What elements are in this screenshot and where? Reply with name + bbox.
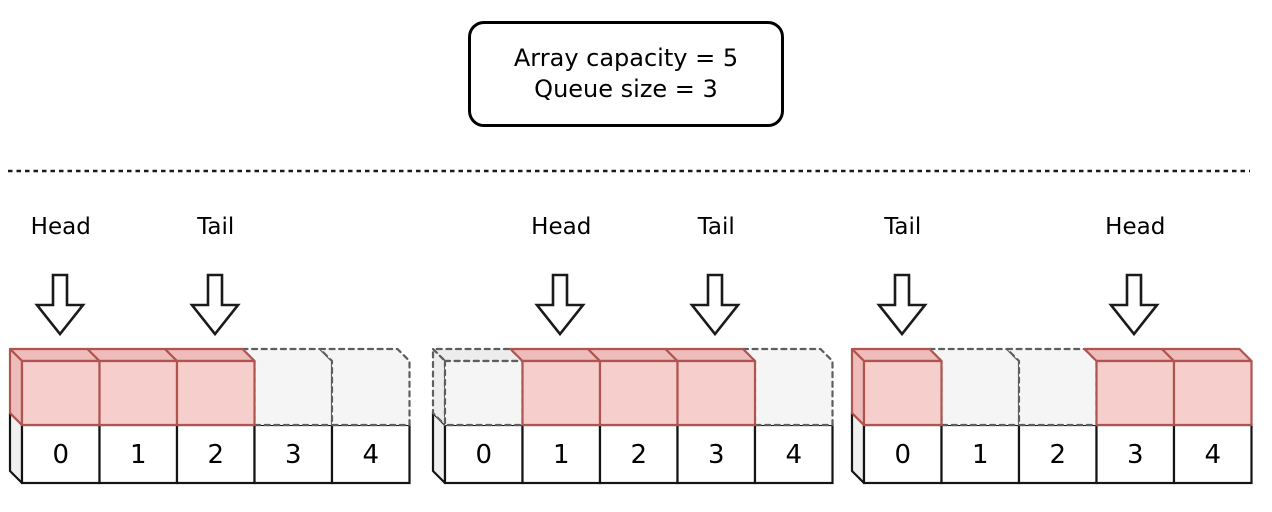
cube-occupied <box>8 347 101 427</box>
cube-occupied <box>163 347 256 427</box>
pointer-label-head: Head <box>531 214 592 240</box>
info-box: Array capacity = 5 Queue size = 3 <box>468 21 784 127</box>
index-cell: 4 <box>330 423 411 485</box>
index-label: 0 <box>475 440 492 470</box>
array-3d: 0 1 2 3 4 <box>8 347 411 485</box>
queue-state-3: Tail Head 0 1 2 3 4 <box>850 213 1256 505</box>
cube-empty <box>241 347 334 427</box>
cube-empty <box>741 347 834 427</box>
index-cell: 2 <box>1017 423 1098 485</box>
index-label: 3 <box>285 440 302 470</box>
index-label: 4 <box>362 440 379 470</box>
index-cell: 2 <box>598 423 679 485</box>
index-label: 2 <box>630 440 647 470</box>
pointer-layer: Head Tail <box>10 213 414 505</box>
index-cell: 0 <box>862 423 943 485</box>
index-cell: 2 <box>175 423 256 485</box>
separator-line <box>8 169 1250 173</box>
down-arrow-icon <box>1108 273 1160 337</box>
index-label: 1 <box>972 440 989 470</box>
cube-occupied <box>86 347 179 427</box>
cube-empty <box>928 347 1021 427</box>
pointer-label-head: Head <box>30 214 91 240</box>
queue-state-1: Head Tail 0 1 2 3 4 <box>8 213 414 505</box>
pointer-label-tail: Tail <box>197 214 235 240</box>
cube-occupied <box>664 347 757 427</box>
pointer-layer: Head Tail <box>433 213 837 505</box>
cube-empty <box>318 347 411 427</box>
index-label: 0 <box>52 440 69 470</box>
pointer-label-tail: Tail <box>697 214 735 240</box>
index-label: 3 <box>708 440 725 470</box>
array-3d: 0 1 2 3 4 <box>850 347 1253 485</box>
index-cell: 4 <box>753 423 834 485</box>
cube-occupied <box>1160 347 1253 427</box>
array-3d: 0 1 2 3 4 <box>431 347 834 485</box>
info-line-queue-size: Queue size = 3 <box>534 75 718 103</box>
index-cell: 3 <box>253 423 334 485</box>
info-line-capacity: Array capacity = 5 <box>513 44 739 72</box>
index-cell: 1 <box>98 423 179 485</box>
down-arrow-icon <box>34 273 86 337</box>
cube-occupied <box>586 347 679 427</box>
index-cell: 4 <box>1172 423 1253 485</box>
index-cell: 3 <box>1095 423 1176 485</box>
index-label: 4 <box>1204 440 1221 470</box>
index-cell: 1 <box>521 423 602 485</box>
down-arrow-icon <box>689 273 741 337</box>
pointer-label-tail: Tail <box>884 214 922 240</box>
queue-state-2: Head Tail 0 1 2 3 4 <box>431 213 837 505</box>
index-cell: 0 <box>443 423 524 485</box>
down-arrow-icon <box>534 273 586 337</box>
down-arrow-icon <box>876 273 928 337</box>
index-cell: 3 <box>676 423 757 485</box>
index-label: 3 <box>1127 440 1144 470</box>
pointer-layer: Tail Head <box>852 213 1256 505</box>
cube-empty <box>431 347 524 427</box>
index-label: 0 <box>894 440 911 470</box>
index-label: 1 <box>553 440 570 470</box>
index-cell: 1 <box>940 423 1021 485</box>
index-label: 2 <box>1049 440 1066 470</box>
down-arrow-icon <box>189 273 241 337</box>
index-row-bevel <box>431 411 447 485</box>
index-label: 1 <box>130 440 147 470</box>
index-label: 4 <box>785 440 802 470</box>
pointer-label-head: Head <box>1105 214 1166 240</box>
index-cell: 0 <box>20 423 101 485</box>
index-label: 2 <box>207 440 224 470</box>
cube-occupied <box>1083 347 1176 427</box>
cube-empty <box>1005 347 1098 427</box>
cube-occupied <box>509 347 602 427</box>
cube-occupied <box>850 347 943 427</box>
